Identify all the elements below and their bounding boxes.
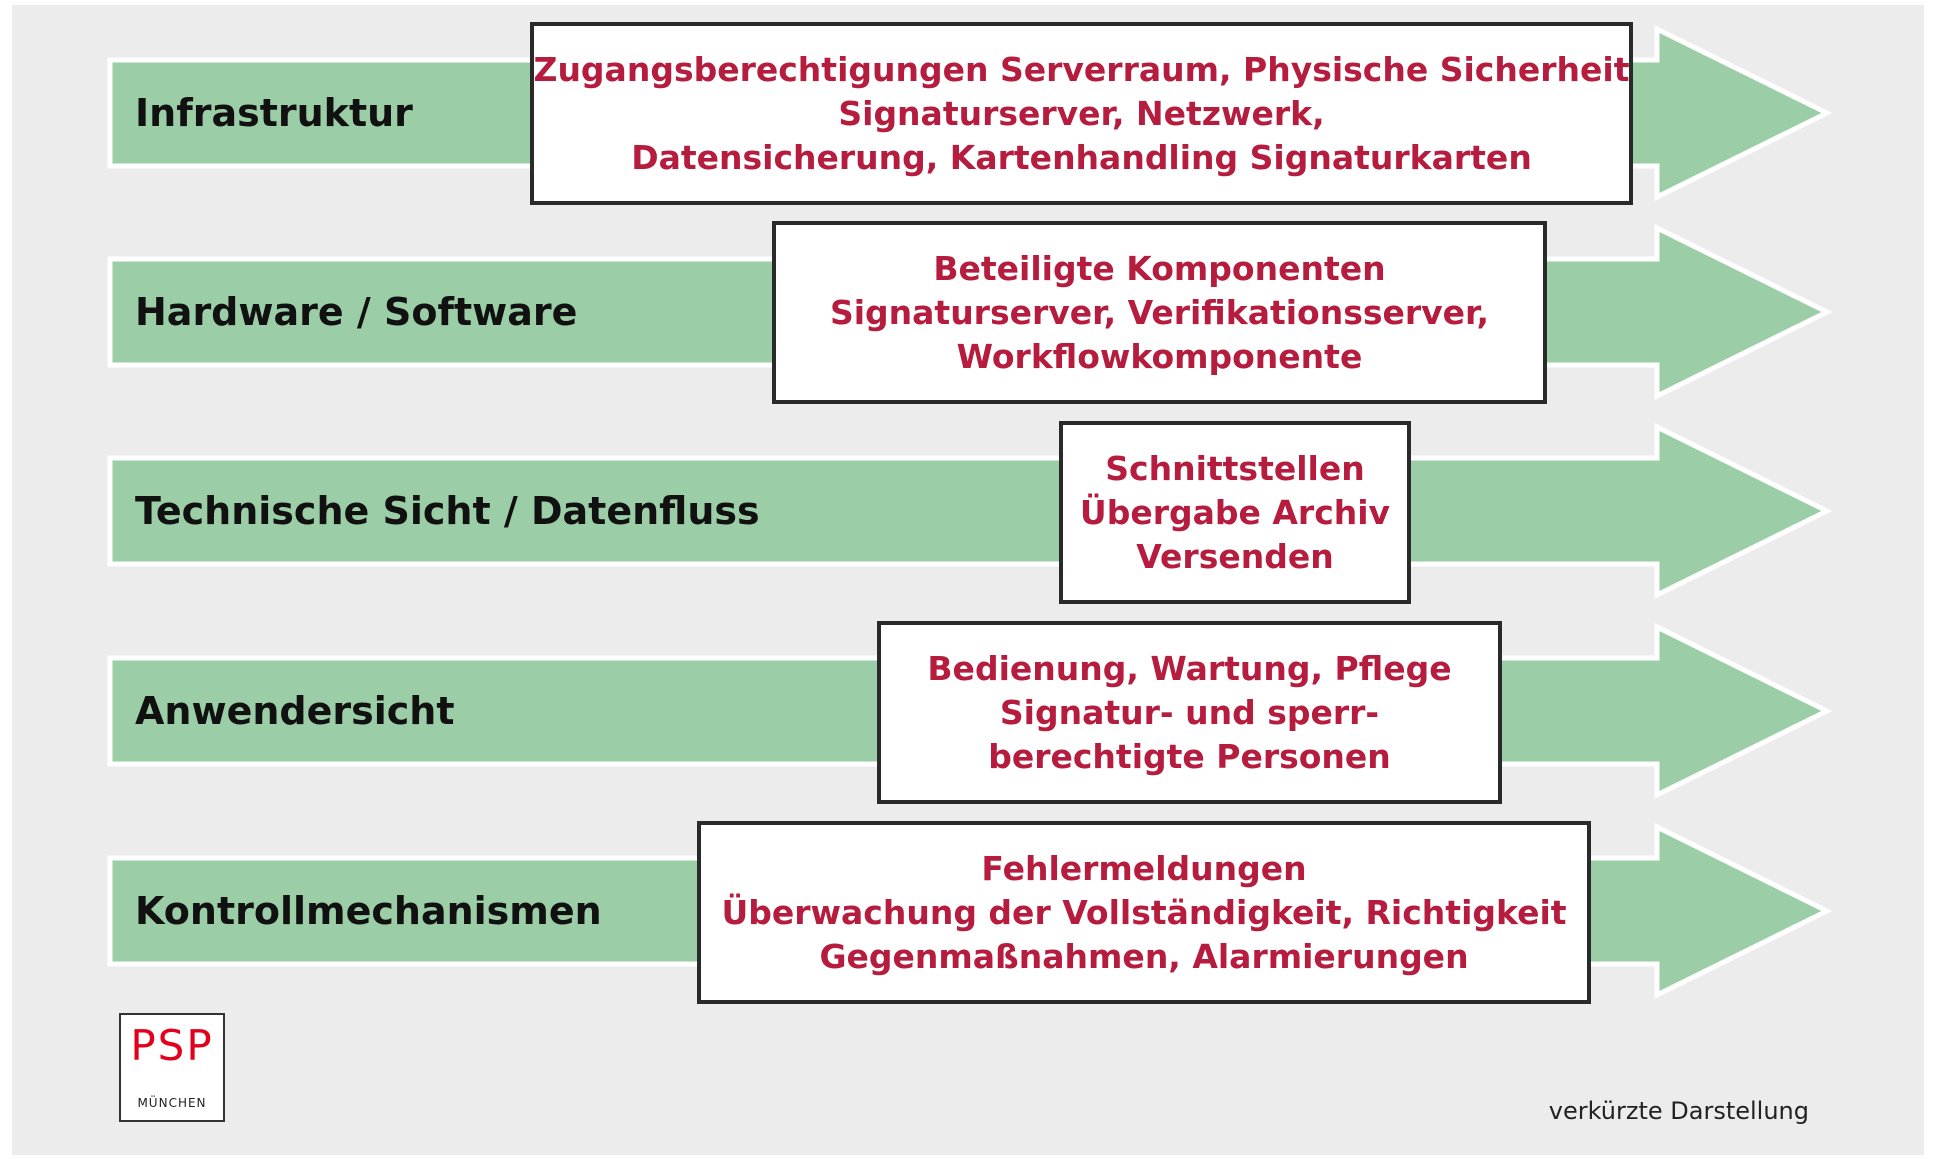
box-line: Datensicherung, Kartenhandling Signaturk… xyxy=(631,137,1532,177)
box-line: Zugangsberechtigungen Serverraum, Physis… xyxy=(533,49,1630,89)
box-line: Signaturserver, Netzwerk, xyxy=(838,93,1325,133)
logo-text: PSP xyxy=(130,1021,214,1070)
psp-logo: PSP MÜNCHEN xyxy=(119,1013,225,1122)
box-line: Gegenmaßnahmen, Alarmierungen xyxy=(819,936,1469,976)
box-line: Signatur- und sperr- xyxy=(999,692,1380,732)
row-box-anwendersicht: Bedienung, Wartung, Pflege Signatur- und… xyxy=(877,621,1502,804)
box-line: Signaturserver, Verifikationsserver, xyxy=(829,292,1490,332)
row-label-kontrollmechanismen: Kontrollmechanismen xyxy=(135,889,602,933)
box-line: Beteiligte Komponenten xyxy=(933,248,1386,288)
row-box-infrastruktur: Zugangsberechtigungen Serverraum, Physis… xyxy=(530,22,1633,205)
box-line: Versenden xyxy=(1136,536,1334,576)
row-label-hardware-software: Hardware / Software xyxy=(135,290,578,334)
box-line: Schnittstellen xyxy=(1105,448,1365,488)
row-label-anwendersicht: Anwendersicht xyxy=(135,689,455,733)
box-line: Bedienung, Wartung, Pflege xyxy=(927,648,1452,688)
logo-subtext: MÜNCHEN xyxy=(137,1096,207,1110)
row-box-technische-sicht: Schnittstellen Übergabe Archiv Versenden xyxy=(1059,421,1411,604)
box-line: berechtigte Personen xyxy=(988,736,1391,776)
row-box-hardware-software: Beteiligte Komponenten Signaturserver, V… xyxy=(772,221,1547,404)
box-line: Workflowkomponente xyxy=(956,336,1363,376)
diagram-canvas: Infrastruktur Zugangsberechtigungen Serv… xyxy=(12,5,1924,1155)
box-line: Übergabe Archiv xyxy=(1079,492,1391,532)
footnote: verkürzte Darstellung xyxy=(1548,1097,1809,1125)
box-line: Fehlermeldungen xyxy=(981,848,1307,888)
row-box-kontrollmechanismen: Fehlermeldungen Überwachung der Vollstän… xyxy=(697,821,1591,1004)
row-label-technische-sicht: Technische Sicht / Datenfluss xyxy=(135,489,760,533)
box-line: Überwachung der Vollständigkeit, Richtig… xyxy=(721,892,1567,932)
row-label-infrastruktur: Infrastruktur xyxy=(135,91,413,135)
